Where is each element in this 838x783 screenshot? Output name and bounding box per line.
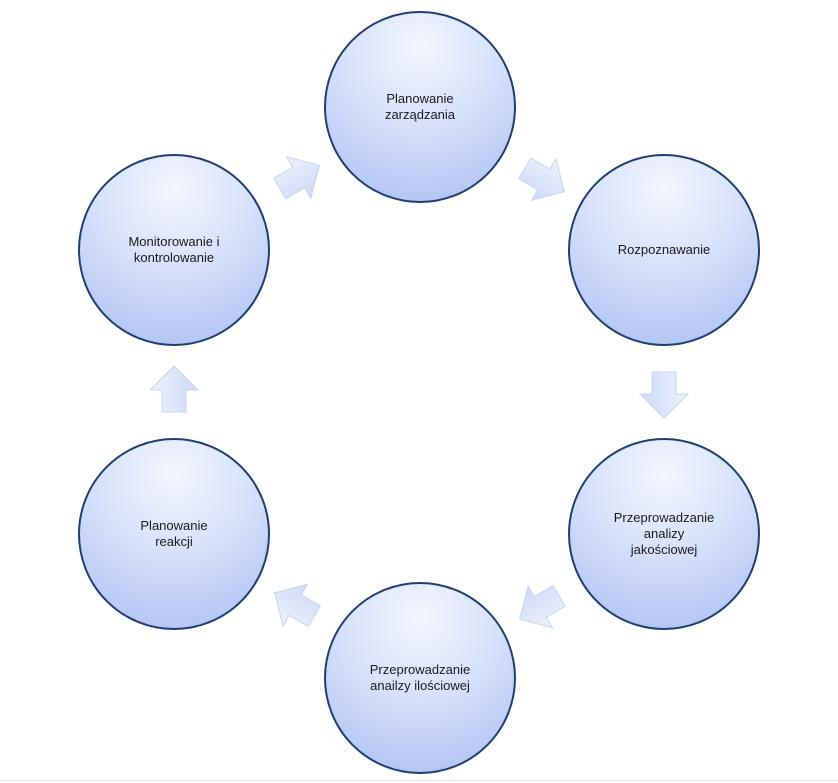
- node-planowanie-zarzadzania: Planowanie zarządzania: [324, 11, 516, 203]
- node-label: Monitorowanie i kontrolowanie: [128, 234, 220, 265]
- arrow-shape: [518, 584, 567, 629]
- cycle-arrow: [148, 365, 200, 413]
- node-label: Przeprowadzanie analizy jakościowej: [613, 510, 715, 557]
- node-planowanie-reakcji: Planowanie reakcji: [78, 438, 270, 630]
- arrow-shape: [638, 371, 690, 419]
- cycle-arrow: [518, 584, 567, 629]
- bottom-divider: [0, 780, 838, 781]
- node-analiza-jakosciowa: Przeprowadzanie analizy jakościowej: [568, 438, 760, 630]
- cycle-arrow: [273, 583, 322, 628]
- node-label: Rozpoznawanie: [617, 242, 711, 257]
- arrow-shape: [273, 583, 322, 628]
- arrow-shape: [517, 157, 566, 202]
- node-label: Planowanie reakcji: [140, 518, 208, 549]
- node-label: Przeprowadzanie anailzy ilościowej: [369, 662, 471, 693]
- arrow-shape: [272, 155, 321, 200]
- cycle-arrow: [517, 157, 566, 202]
- arrow-shape: [148, 365, 200, 413]
- node-label: Planowanie zarządzania: [384, 91, 456, 122]
- node-rozpoznawanie: Rozpoznawanie: [568, 154, 760, 346]
- cycle-arrow: [638, 371, 690, 419]
- node-monitorowanie: Monitorowanie i kontrolowanie: [78, 154, 270, 346]
- node-analiza-ilosciowa: Przeprowadzanie anailzy ilościowej: [324, 582, 516, 774]
- cycle-arrow: [272, 155, 321, 200]
